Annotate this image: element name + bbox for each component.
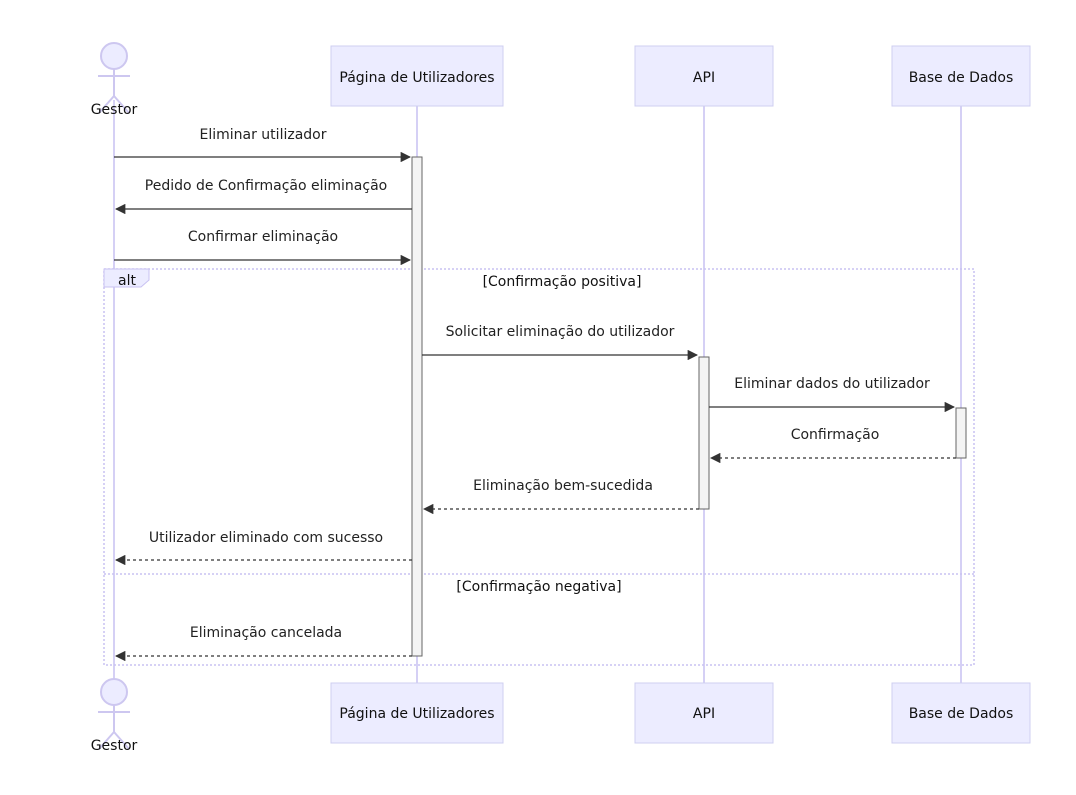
participant-api-label: API	[693, 706, 715, 722]
participant-pagina-label: Página de Utilizadores	[339, 70, 494, 86]
participant-bd-top: Base de Dados	[891, 45, 1031, 107]
message-label: Confirmação	[791, 427, 880, 443]
alt-condition-positive: [Confirmação positiva]	[483, 274, 642, 290]
participant-api-top: API	[634, 45, 774, 107]
message-label: Utilizador eliminado com sucesso	[149, 530, 383, 546]
participant-pagina-label: Página de Utilizadores	[339, 706, 494, 722]
actor-gestor-label: Gestor	[91, 102, 138, 118]
message-label: Solicitar eliminação do utilizador	[446, 324, 675, 340]
participant-pagina-top: Página de Utilizadores	[330, 45, 504, 107]
actor-head-icon	[100, 678, 128, 706]
participant-api-label: API	[693, 70, 715, 86]
actor-gestor-label: Gestor	[91, 738, 138, 754]
actor-gestor-top: Gestor	[91, 42, 138, 118]
actor-head-icon	[100, 42, 128, 70]
activation-bd	[955, 407, 967, 459]
participant-pagina-bottom: Página de Utilizadores	[330, 682, 504, 744]
message-label: Pedido de Confirmação eliminação	[145, 178, 387, 194]
message-label: Eliminação bem-sucedida	[473, 478, 653, 494]
activation-api	[698, 356, 710, 510]
alt-condition-negative: [Confirmação negativa]	[456, 579, 621, 595]
alt-tag	[103, 268, 150, 288]
participant-bd-label: Base de Dados	[909, 70, 1014, 86]
message-label: Eliminação cancelada	[190, 625, 342, 641]
alt-frame	[103, 268, 975, 666]
message-label: Eliminar dados do utilizador	[734, 376, 930, 392]
actor-gestor-bottom: Gestor	[91, 678, 138, 754]
alt-tag-label: alt	[118, 273, 136, 289]
message-label: Confirmar eliminação	[188, 229, 338, 245]
participant-bd-bottom: Base de Dados	[891, 682, 1031, 744]
participant-api-bottom: API	[634, 682, 774, 744]
activation-pagina	[411, 156, 423, 657]
message-label: Eliminar utilizador	[200, 127, 327, 143]
participant-bd-label: Base de Dados	[909, 706, 1014, 722]
